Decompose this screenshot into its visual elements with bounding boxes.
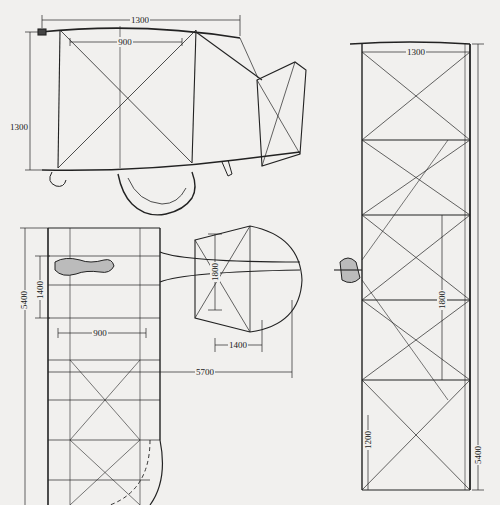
dimension-label: 900 [92, 328, 108, 338]
dimension-label: 1400 [35, 280, 45, 300]
dimension-label: 1400 [228, 340, 248, 350]
front-view [334, 42, 484, 490]
dimension-label: 1300 [9, 122, 29, 132]
dimension-label: 1800 [210, 262, 220, 282]
dimension-label: 1300 [130, 15, 150, 25]
side-view [25, 15, 306, 215]
dimension-label: 5400 [19, 290, 29, 310]
dimension-label: 1800 [437, 290, 447, 310]
dimension-label: 1300 [406, 47, 426, 57]
dimension-label: 900 [117, 37, 133, 47]
plan-view [20, 226, 302, 505]
dimension-label: 5400 [473, 445, 483, 465]
dimension-label: 1200 [363, 430, 373, 450]
dimension-label: 5700 [195, 367, 215, 377]
